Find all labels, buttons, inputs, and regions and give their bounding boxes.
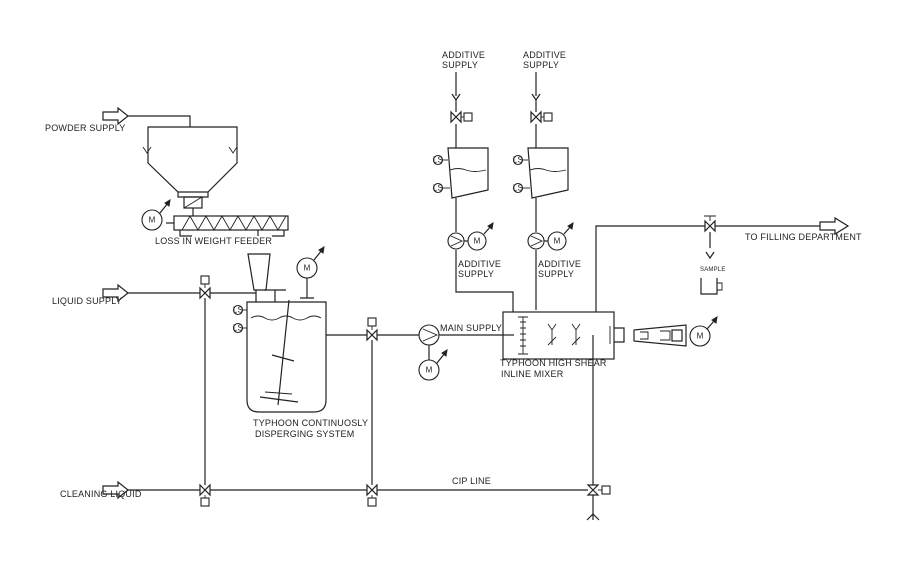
additive-supply-top-2-line2: SUPPLY xyxy=(523,60,559,70)
filling-valve xyxy=(704,215,716,233)
motor-label: M xyxy=(474,237,481,246)
mixer-drive-coupling xyxy=(633,324,687,347)
cleaning-liquid-label: CLEANING LIQUID xyxy=(60,489,142,499)
screw-feeder xyxy=(166,215,289,237)
level-switch-label: LS xyxy=(433,184,443,193)
level-switch-label: LS xyxy=(513,156,523,165)
main-supply-pump: M xyxy=(418,324,448,381)
main-supply-label: MAIN SUPPLY xyxy=(440,323,502,333)
main-supply-valve xyxy=(366,317,378,342)
additive-pump-1: M xyxy=(447,222,494,251)
dispersing-tank xyxy=(246,253,327,413)
tank-agitator-motor: M xyxy=(296,246,325,299)
feeder-motor: M xyxy=(141,199,171,231)
additive-supply-top-1-line2: SUPPLY xyxy=(442,60,478,70)
motor-label: M xyxy=(304,264,311,273)
loss-in-weight-feeder-label: LOSS IN WEIGHT FEEDER xyxy=(155,236,272,246)
motor-label: M xyxy=(554,237,561,246)
cleaning-valve-1 xyxy=(199,483,211,507)
tank-level-switch-low: LS xyxy=(233,322,247,334)
dispersing-system-line1: TYPHOON CONTINUOSLY xyxy=(253,418,368,428)
dispersing-system-line2: DISPERGING SYSTEM xyxy=(255,429,354,439)
cip-line-label: CIP LINE xyxy=(452,476,491,486)
cleaning-liquid-arrow xyxy=(102,480,129,500)
inline-mixer-line1: TYPHOON HIGH SHEAR xyxy=(500,358,607,368)
additive-tank-2-level-switches: LS LS xyxy=(513,154,530,194)
liquid-supply-arrow xyxy=(102,283,129,303)
additive-supply-mid-1-line1: ADDITIVE xyxy=(458,259,501,269)
additive-tank-1-level-switches: LS LS xyxy=(433,154,450,194)
to-filling-arrow xyxy=(819,216,850,236)
level-switch-label: LS xyxy=(513,184,523,193)
additive-valve-1 xyxy=(450,110,473,124)
piping xyxy=(128,72,820,521)
level-switch-label: LS xyxy=(433,156,443,165)
powder-supply-label: POWDER SUPPLY xyxy=(45,123,125,133)
liquid-supply-label: LIQUID SUPPLY xyxy=(52,296,122,306)
level-switch-label: LS xyxy=(233,324,243,333)
drain-valve xyxy=(586,484,611,496)
additive-supply-top-2-line1: ADDITIVE xyxy=(523,50,566,60)
powder-hopper xyxy=(128,115,238,216)
tank-level-switch-high: LS xyxy=(233,304,247,316)
additive-tank-1 xyxy=(447,147,489,199)
to-filling-label: TO FILLING DEPARTMENT xyxy=(745,232,862,242)
additive-supply-mid-2-line2: SUPPLY xyxy=(538,269,574,279)
additive-tank-2 xyxy=(527,147,569,199)
sample-label: SAMPLE xyxy=(700,267,726,273)
motor-label: M xyxy=(426,366,433,375)
additive-supply-top-1-line1: ADDITIVE xyxy=(442,50,485,60)
additive-supply-mid-1-line2: SUPPLY xyxy=(458,269,494,279)
additive-pump-2: M xyxy=(527,222,574,251)
cleaning-valve-2 xyxy=(366,483,378,507)
motor-label: M xyxy=(697,332,704,341)
additive-inlet-arrows xyxy=(451,88,541,112)
level-switch-label: LS xyxy=(233,306,243,315)
motor-label: M xyxy=(149,216,156,225)
powder-supply-arrow xyxy=(102,106,129,126)
additive-valve-2 xyxy=(530,110,553,124)
inline-mixer xyxy=(502,311,625,360)
sample-point xyxy=(700,251,723,295)
mixer-motor: M xyxy=(689,316,718,347)
liquid-supply-valve xyxy=(199,275,211,300)
inline-mixer-line2: INLINE MIXER xyxy=(501,369,564,379)
additive-supply-mid-2-line1: ADDITIVE xyxy=(538,259,581,269)
